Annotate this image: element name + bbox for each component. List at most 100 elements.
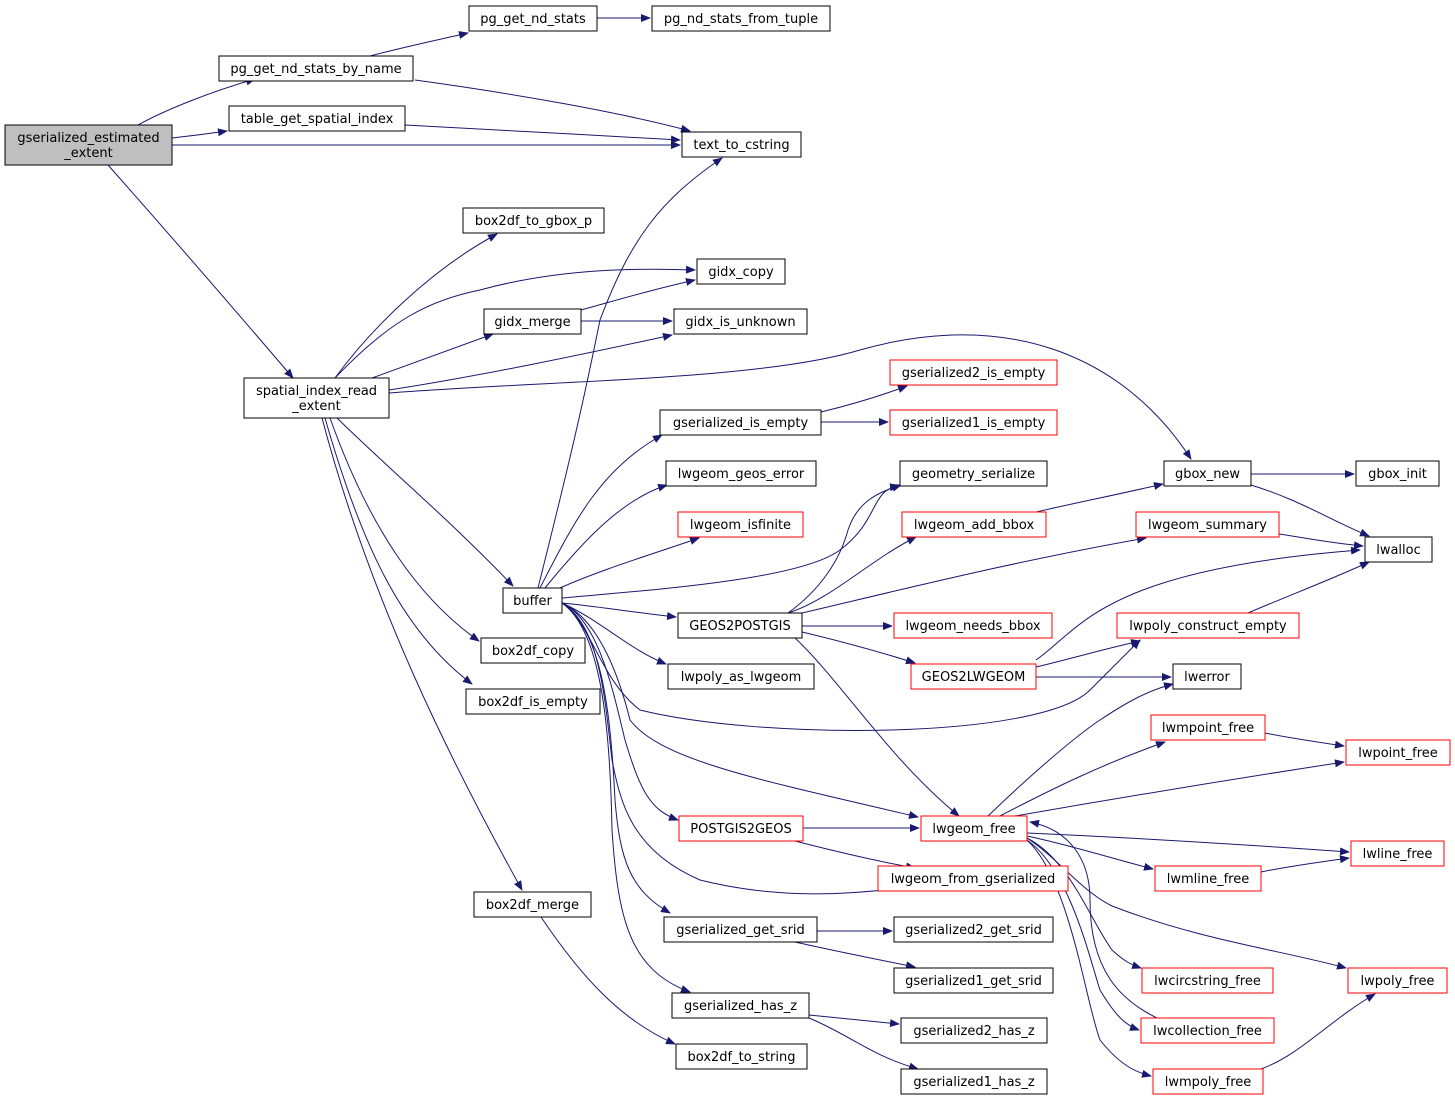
call-edge [539,434,663,589]
node-gserialized-has-z[interactable]: gserialized_has_z [671,992,810,1019]
node-box [502,587,563,614]
node-box [1345,739,1451,766]
node-buffer[interactable]: buffer [502,587,563,614]
node-lwgeom-from-gserialized[interactable]: lwgeom_from_gserialized [877,865,1069,892]
call-edge [561,602,919,819]
node-label: table_get_spatial_index [241,112,394,127]
node-label: lwline_free [1363,847,1433,862]
call-edge [561,602,919,895]
call-edge [1250,484,1370,537]
node-box [893,967,1054,994]
call-edge [1260,993,1376,1070]
call-edge [801,631,916,665]
node-label: GEOS2LWGEOM [922,670,1026,685]
node-label: geometry_serialize [912,467,1035,482]
node-lwmline-free[interactable]: lwmline_free [1154,865,1262,892]
node-gserialized1-has-z[interactable]: gserialized1_has_z [900,1068,1048,1095]
node-box [677,612,803,639]
node-gidx-is-unknown[interactable]: gidx_is_unknown [673,308,808,335]
node-gserialized-get-srid[interactable]: gserialized_get_srid [663,916,818,943]
node-gserialized-is-empty[interactable]: gserialized_is_empty [659,409,822,436]
node-gbox-init[interactable]: gbox_init [1355,460,1440,487]
node-lwcircstring-free[interactable]: lwcircstring_free [1141,967,1274,994]
node-label: gserialized1_get_srid [905,974,1042,989]
node-box [243,377,390,419]
node-lwpoint-free[interactable]: lwpoint_free [1345,739,1451,766]
node-table-get-spatial-index[interactable]: table_get_spatial_index [228,105,406,132]
node-lwgeom-geos-error[interactable]: lwgeom_geos_error [665,460,817,487]
node-label: lwpoly_construct_empty [1129,619,1287,634]
call-edges [107,14,1376,1078]
call-edge [537,157,723,589]
node-lwmpoint-free[interactable]: lwmpoint_free [1150,714,1266,741]
node-box [462,207,605,234]
node-box2df-to-string[interactable]: box2df_to_string [675,1043,808,1070]
node-box [899,460,1048,487]
node-spatial-index-read-extent[interactable]: spatial_index_read_extent [243,377,390,419]
node-label: gidx_merge [494,315,570,330]
node-geos2postgis[interactable]: GEOS2POSTGIS [677,612,803,639]
node-box [659,409,822,436]
node-lwalloc[interactable]: lwalloc [1364,536,1433,563]
node-gserialized2-is-empty[interactable]: gserialized2_is_empty [889,359,1058,386]
node-gserialized2-has-z[interactable]: gserialized2_has_z [900,1017,1048,1044]
node-box [1135,511,1280,538]
call-edge [1035,546,1361,661]
node-label: gidx_copy [708,265,774,280]
node-gserialized1-get-srid[interactable]: gserialized1_get_srid [893,967,1054,994]
node-pg-get-nd-stats-by-name[interactable]: pg_get_nd_stats_by_name [218,55,414,82]
call-edge [999,741,1166,817]
node-label: box2df_merge [486,898,579,913]
node-lwgeom-isfinite[interactable]: lwgeom_isfinite [677,511,804,538]
node-pg-nd-stats-from-tuple[interactable]: pg_nd_stats_from_tuple [651,5,831,32]
call-edge [987,682,1174,817]
node-label: lwcircstring_free [1154,974,1261,989]
node-gidx-copy[interactable]: gidx_copy [696,258,786,285]
node-lwline-free[interactable]: lwline_free [1350,840,1445,867]
call-edge [1035,482,1164,513]
node-box2df-is-empty[interactable]: box2df_is_empty [465,688,601,715]
node-text-to-cstring[interactable]: text_to_cstring [681,131,802,158]
node-box [1364,536,1433,563]
node-label: lwcollection_free [1153,1024,1262,1039]
node-lwerror[interactable]: lwerror [1172,663,1242,690]
call-edge [559,537,700,589]
node-box [1116,612,1300,639]
node-gserialized1-is-empty[interactable]: gserialized1_is_empty [889,409,1058,436]
call-edge [1264,732,1345,749]
node-box [893,916,1054,943]
node-gserialized-estimated-extent[interactable]: gserialized_estimated_extent [4,124,173,166]
node-box2df-to-gbox-p[interactable]: box2df_to_gbox_p [462,207,605,234]
node-lwgeom-add-bbox[interactable]: lwgeom_add_bbox [901,511,1047,538]
node-lwcollection-free[interactable]: lwcollection_free [1140,1017,1275,1044]
node-lwpoly-construct-empty[interactable]: lwpoly_construct_empty [1116,612,1300,639]
node-pg-get-nd-stats[interactable]: pg_get_nd_stats [468,5,598,32]
node-box2df-merge[interactable]: box2df_merge [473,891,592,918]
node-label: lwpoly_free [1361,974,1435,989]
node-box2df-copy[interactable]: box2df_copy [480,637,586,664]
node-geos2lwgeom[interactable]: GEOS2LWGEOM [910,663,1037,690]
node-label: lwgeom_from_gserialized [891,872,1056,887]
call-edge [107,164,294,379]
node-gidx-merge[interactable]: gidx_merge [483,308,582,335]
node-lwmpoly-free[interactable]: lwmpoly_free [1152,1068,1264,1095]
node-lwgeom-free[interactable]: lwgeom_free [920,815,1028,842]
node-label: gidx_is_unknown [685,315,795,330]
node-gbox-new[interactable]: gbox_new [1163,460,1252,487]
call-edge [561,602,677,621]
node-lwgeom-summary[interactable]: lwgeom_summary [1135,511,1280,538]
node-lwgeom-needs-bbox[interactable]: lwgeom_needs_bbox [893,612,1053,639]
node-label: gserialized_estimated [17,131,159,146]
node-postgis2geos[interactable]: POSTGIS2GEOS [678,815,804,842]
node-lwpoly-as-lwgeom[interactable]: lwpoly_as_lwgeom [667,663,815,690]
node-lwpoly-free[interactable]: lwpoly_free [1347,967,1448,994]
call-edge [1026,837,1347,970]
call-edge [820,385,908,413]
node-box [677,511,804,538]
node-gserialized2-get-srid[interactable]: gserialized2_get_srid [893,916,1054,943]
call-edge [414,79,691,133]
call-edge [561,483,900,599]
call-edge [808,1017,919,1071]
node-box [678,815,804,842]
node-geometry-serialize[interactable]: geometry_serialize [899,460,1048,487]
